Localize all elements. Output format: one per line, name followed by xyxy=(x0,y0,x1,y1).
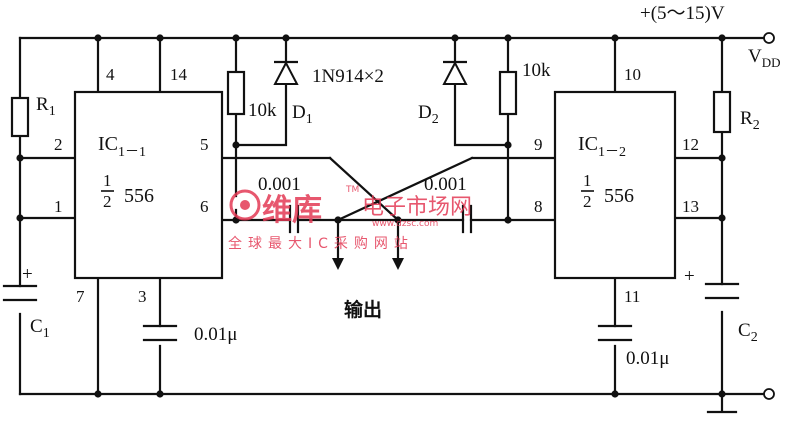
right-cap-value: 0.001 xyxy=(424,174,467,195)
bottom-left-cap-value: 0.01μ xyxy=(194,324,237,345)
r1-resistor xyxy=(10,96,30,138)
ic1-name: IC1－1 xyxy=(98,133,146,160)
watermark: 维库 TM 电子市场网 www.dzsc.com 全球最大IC采购网站 xyxy=(228,185,472,252)
vdd-terminal xyxy=(763,32,775,44)
ic2-frac-den: 2 xyxy=(583,192,592,211)
left-10k-resistor xyxy=(226,70,246,116)
d2-diode xyxy=(442,60,468,85)
ic2-name: IC1－2 xyxy=(578,133,626,160)
output-leads xyxy=(336,218,400,264)
ic1-pin-4: 4 xyxy=(106,65,115,84)
d1-diode xyxy=(273,60,299,85)
c1-capacitor xyxy=(2,284,38,302)
ic1-frac-den: 2 xyxy=(103,192,112,211)
right-diode-branch xyxy=(453,36,510,147)
ic1-top-pins xyxy=(96,36,162,94)
ic2-frac-num: 1 xyxy=(583,171,592,190)
vdd-label: VDD xyxy=(748,46,781,70)
ic1-body xyxy=(73,90,224,280)
ic2-body xyxy=(553,90,677,280)
right-coupling-capacitor xyxy=(461,204,473,234)
ic1-pin-5: 5 xyxy=(200,135,209,154)
watermark-slogan: 全球最大IC采购网站 xyxy=(228,235,414,252)
right-resistor-value: 10k xyxy=(522,60,551,81)
right-10k-resistor xyxy=(498,70,518,116)
watermark-brand: 维库 xyxy=(262,193,322,228)
ic2-pin-12: 12 xyxy=(682,135,699,154)
c2-label: C2 xyxy=(738,320,758,345)
ic2-pin-11: 11 xyxy=(624,287,640,306)
bottom-left-capacitor xyxy=(142,324,178,342)
junction-dots xyxy=(16,34,726,398)
left-resistor-value: 10k xyxy=(248,100,277,121)
c1-label: C1 xyxy=(30,316,50,341)
r1-label: R1 xyxy=(36,94,56,119)
cross-coupling xyxy=(328,156,557,222)
wires xyxy=(18,36,767,414)
watermark-site-cn: 电子市场网 xyxy=(362,195,472,220)
ic2-pin-9: 9 xyxy=(534,135,543,154)
diode-part-label: 1N914×2 xyxy=(312,66,384,87)
ic1-part: 556 xyxy=(124,185,154,207)
d2-label: D2 xyxy=(418,102,439,127)
bottom-right-capacitor xyxy=(597,324,633,342)
ic2-pins xyxy=(613,36,724,220)
ic1-bottom-pins xyxy=(96,276,162,396)
ic1-pin-14: 14 xyxy=(170,65,188,84)
output-label: 输出 xyxy=(344,298,382,321)
ic1-pin-2: 2 xyxy=(54,135,63,154)
d1-label: D1 xyxy=(292,102,313,127)
left-coupling-capacitor xyxy=(288,204,300,234)
watermark-tm: TM xyxy=(345,185,359,195)
ic2-part: 556 xyxy=(604,185,634,207)
ic1-left-pins xyxy=(18,156,77,220)
c2-polarity: + xyxy=(684,266,695,287)
ic1-frac-num: 1 xyxy=(103,171,112,190)
ground-terminal xyxy=(763,388,775,400)
ic2-pin-13: 13 xyxy=(682,197,699,216)
left-cap-value: 0.001 xyxy=(258,174,301,195)
c2-capacitor xyxy=(704,282,740,300)
left-diode-branch xyxy=(234,36,288,147)
output-terminals xyxy=(332,258,404,270)
supply-label: +(5～15)V xyxy=(640,3,725,24)
bottom-right-cap-value: 0.01μ xyxy=(626,348,669,369)
ic1-pin-1: 1 xyxy=(54,197,63,216)
watermark-logo-icon xyxy=(229,189,261,221)
ic1-pin-6: 6 xyxy=(200,197,209,216)
c1-polarity: + xyxy=(22,264,33,285)
ic1-pin-3: 3 xyxy=(138,287,147,306)
ic2-pin-8: 8 xyxy=(534,197,543,216)
ic2-pin-10: 10 xyxy=(624,65,641,84)
ic1-pin-7: 7 xyxy=(76,287,85,306)
r2-label: R2 xyxy=(740,108,760,133)
r2-resistor xyxy=(712,90,732,134)
watermark-url: www.dzsc.com xyxy=(372,219,438,229)
